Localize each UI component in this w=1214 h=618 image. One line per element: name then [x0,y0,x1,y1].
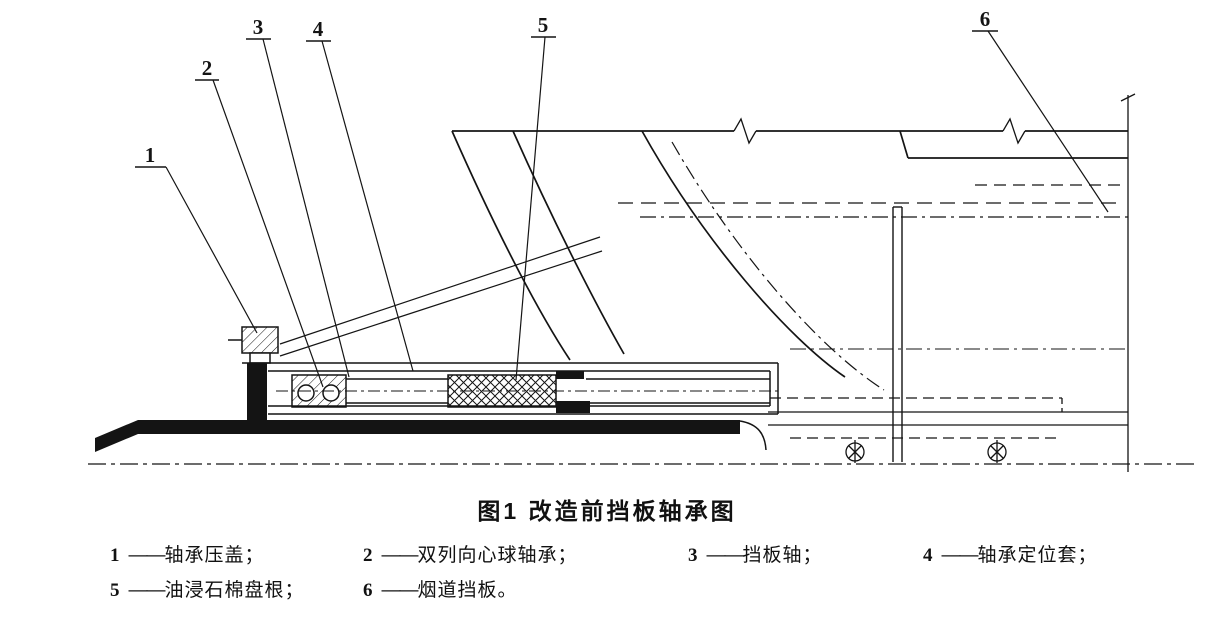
legend-number: 4 [923,545,933,566]
legend-item-1: 1 ——轴承压盖； [110,540,265,567]
bearing-ball [297,384,315,402]
callout-number-4: 4 [313,17,324,41]
bearing-gland [241,326,279,354]
bearing-diagram: 1 2 3 4 5 6 [88,7,1196,472]
legend-dash: —— [128,580,166,601]
legend-item-4: 4 ——轴承定位套； [923,540,1098,567]
legend-number: 2 [363,545,373,566]
legend-label: 轴承定位套； [977,545,1098,566]
duct-top-lines [452,117,1128,159]
legend-number: 5 [110,580,120,601]
right-foundation [768,397,1128,439]
callout-number-2: 2 [202,56,213,80]
figure-title: 图1 改造前挡板轴承图 [477,498,737,524]
callout-leader-lines [165,30,1109,388]
right-boundary-line [1120,93,1136,472]
anchor-bolt [845,440,865,463]
callout-number-3: 3 [253,15,264,39]
legend-label: 双列向心球轴承； [417,545,578,566]
blade-edge-lines [279,236,603,357]
callout-number-5: 5 [538,13,549,37]
legend-item-2: 2 ——双列向心球轴承； [363,540,578,567]
damper-shaft-lines [276,378,778,404]
packing-follower [556,401,590,413]
support-post [892,206,903,462]
asbestos-packing [447,374,557,408]
anchor-bolt [987,440,1007,463]
damper-blade-curves [451,130,885,391]
bearing-assembly [228,326,779,421]
callout-number-1: 1 [145,143,156,167]
legend-dash: —— [941,545,979,566]
bearing-ball [322,384,340,402]
callout-number-6: 6 [980,7,991,31]
legend-number: 1 [110,545,120,566]
legend-dash: —— [381,545,419,566]
legend-dash: —— [706,545,744,566]
legend-item-5: 5 ——油浸石棉盘根； [110,575,305,602]
support-column [247,363,267,421]
legend-item-3: 3 ——挡板轴； [688,540,823,567]
anchor-bolts [845,440,1007,463]
packing-follower [556,371,584,379]
legend-label: 挡板轴； [742,545,823,566]
legend-label: 油浸石棉盘根； [164,580,305,601]
duct-hidden-lines [618,184,1132,218]
legend-label: 烟道挡板。 [417,580,518,601]
legend-dash: —— [128,545,166,566]
legend-label: 轴承压盖； [164,545,265,566]
legend-number: 6 [363,580,373,601]
callout-underlines [135,30,998,168]
legend-dash: —— [381,580,419,601]
legend-number: 3 [688,545,698,566]
base-plate [95,420,767,452]
legend-item-6: 6 ——烟道挡板。 [363,575,518,602]
